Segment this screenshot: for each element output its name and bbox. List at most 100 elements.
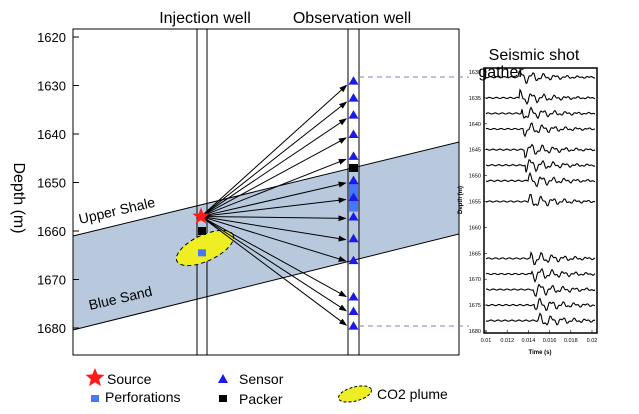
gather-time-axis: 0.01 0.012 0.014 0.016 0.018 0.02	[481, 330, 598, 344]
seismic-title-line1: Seismic shot	[489, 47, 580, 64]
sensor-triangle-icon	[348, 255, 359, 265]
co2-plume	[175, 229, 235, 267]
ray-path	[200, 101, 348, 217]
injection-well	[196, 29, 208, 355]
ray-path	[200, 197, 347, 217]
gather-x-axis-label: Time (s)	[529, 350, 552, 356]
sensor-triangle-icon	[348, 291, 359, 301]
svg-text:Source: Source	[107, 371, 152, 387]
seismic-trace	[485, 193, 596, 207]
gather-depth-tick-label: 1655	[469, 200, 481, 206]
packer-observation	[349, 163, 358, 172]
perforation	[198, 249, 206, 257]
sensor-triangle-icon	[348, 151, 359, 160]
seismic-trace	[485, 159, 596, 173]
sensor-triangle-icon	[348, 321, 359, 330]
ray-path	[200, 216, 347, 312]
sensor-triangle-icon	[348, 110, 359, 119]
ray-path	[200, 215, 347, 262]
legend-source: Source	[85, 368, 152, 387]
seismic-trace	[485, 143, 596, 159]
seismic-trace	[485, 267, 596, 284]
depth-tick-label: 1680	[37, 321, 66, 336]
perforation-icon	[91, 395, 99, 402]
sensor-triangle-icon	[348, 129, 359, 138]
ray-path	[200, 215, 347, 242]
depth-tick-label: 1640	[37, 127, 66, 142]
depth-tick-label: 1650	[37, 176, 66, 191]
ray-path	[200, 216, 348, 326]
sensor-triangle-icon	[348, 233, 359, 243]
depth-tick-label: 1660	[37, 224, 66, 239]
injection-well-label: Injection well	[159, 10, 251, 27]
gather-depth-tick-label: 1675	[469, 303, 481, 309]
gather-depth-tick-label: 1640	[469, 122, 481, 128]
sensor-triangle-icon	[348, 192, 359, 202]
legend-packer: Packer	[219, 391, 283, 407]
seismic-trace	[485, 171, 596, 188]
gather-depth-tick-label: 1660	[469, 225, 481, 231]
seismic-title-line2: gather	[478, 64, 524, 81]
ray-path	[200, 215, 347, 222]
seismic-trace	[485, 70, 596, 84]
gather-depth-tick-label: 1665	[469, 251, 481, 257]
seismic-trace	[485, 312, 596, 326]
gather-depth-tick-label: 1645	[469, 148, 481, 154]
seismic-traces	[485, 70, 596, 326]
seismic-gather-panel: Seismic shot gather 1630 1635 1640 1645 1650…	[458, 47, 598, 356]
ray-path	[200, 137, 347, 217]
source-star-icon	[192, 207, 210, 224]
svg-text:CO2 plume: CO2 plume	[377, 386, 448, 402]
sensor-triangle-icon	[348, 175, 359, 185]
legend-sensor: Sensor	[218, 371, 284, 387]
gather-depth-tick-label: 1650	[469, 174, 481, 180]
svg-text:Sensor: Sensor	[239, 371, 284, 387]
seismic-gather-frame	[483, 67, 598, 334]
legend-co2-plume: CO2 plume	[337, 385, 448, 403]
gather-time-tick-label: 0.012	[500, 338, 514, 344]
ray-path	[200, 118, 348, 217]
gather-time-tick-label: 0.02	[587, 338, 598, 344]
observation-well	[347, 29, 360, 355]
star-icon	[85, 368, 105, 387]
plume-icon	[337, 385, 373, 403]
gather-time-tick-label: 0.016	[543, 338, 557, 344]
gather-depth-tick-label: 1630	[469, 70, 481, 76]
svg-text:Packer: Packer	[239, 391, 283, 407]
injection-well-markers	[192, 207, 210, 257]
seismic-trace	[485, 283, 596, 298]
depth-tick-label: 1620	[37, 30, 66, 45]
sensor-triangle-icon	[348, 211, 359, 221]
gather-y-axis-label: Depth (m)	[458, 186, 464, 214]
packer-injection	[198, 227, 206, 235]
ray-paths	[200, 84, 348, 326]
sensor-triangle-icon	[348, 76, 359, 85]
svg-text:Perforations: Perforations	[105, 389, 180, 405]
seismic-trace	[485, 106, 596, 120]
packer-icon	[219, 395, 227, 402]
gather-time-tick-label: 0.01	[481, 338, 492, 344]
ray-path	[200, 158, 347, 217]
depth-tick-label: 1670	[37, 273, 66, 288]
triangle-icon	[218, 374, 228, 383]
gather-depth-tick-label: 1680	[469, 329, 481, 335]
seismic-trace	[485, 251, 596, 265]
seismic-trace	[485, 88, 596, 106]
ray-path	[200, 84, 348, 217]
gather-time-tick-label: 0.014	[522, 338, 536, 344]
sensor-array	[348, 76, 359, 330]
gather-depth-tick-label: 1670	[469, 277, 481, 283]
ray-path	[200, 216, 347, 298]
observation-well-label: Observation well	[293, 10, 411, 27]
y-axis-label: Depth (m)	[10, 162, 27, 233]
gather-time-tick-label: 0.018	[564, 338, 578, 344]
seismic-trace	[485, 297, 596, 311]
gather-depth-tick-label: 1635	[469, 96, 481, 102]
seismic-trace	[485, 122, 596, 138]
sensor-triangle-icon	[348, 306, 359, 316]
ray-path	[200, 181, 347, 217]
legend: Source Perforations Sensor Packer CO2 pl…	[85, 368, 448, 407]
